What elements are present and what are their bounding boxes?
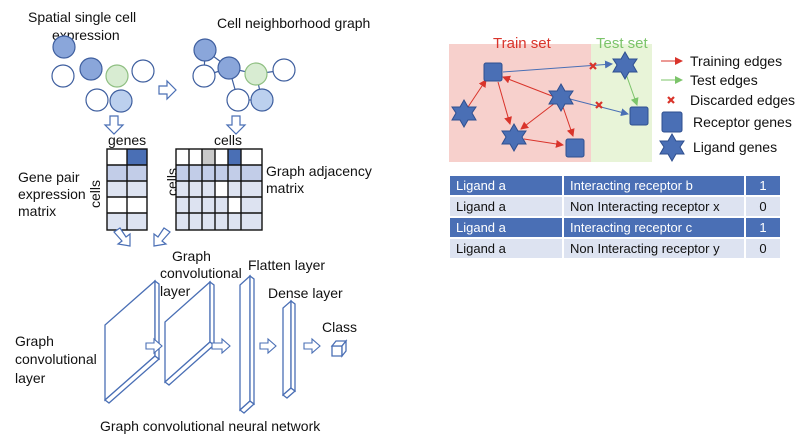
cell-circle bbox=[109, 89, 133, 113]
gcn-top-line2: convolutional bbox=[160, 265, 242, 281]
arrow-down-icon bbox=[103, 115, 125, 135]
discarded-x-icon bbox=[667, 96, 675, 104]
ligand-star-icon bbox=[659, 132, 685, 163]
cell-circle bbox=[52, 35, 76, 59]
arrow-down-icon bbox=[225, 115, 247, 135]
gene-pair-matrix bbox=[106, 148, 148, 231]
cells-label-top: cells bbox=[214, 132, 242, 148]
test-set-label: Test set bbox=[596, 35, 649, 52]
cells-label-gene-matrix: cells bbox=[87, 180, 103, 208]
receptor-gene-node bbox=[629, 106, 649, 126]
adjacency-label-line2: matrix bbox=[266, 180, 304, 196]
cell-circle bbox=[250, 88, 274, 112]
spatial-cells bbox=[51, 35, 155, 113]
legend-training-edges: Training edges bbox=[690, 53, 782, 69]
ligand-cell: Ligand a bbox=[450, 176, 564, 195]
gcn-footer: Graph convolutional neural network bbox=[100, 418, 321, 434]
flatten-layer bbox=[239, 274, 251, 412]
ligand-gene-node bbox=[548, 82, 574, 113]
adjacency-label-line1: Graph adjacency bbox=[266, 163, 372, 179]
ligand-cell: Ligand a bbox=[450, 218, 564, 237]
arrow-right-icon bbox=[303, 337, 321, 355]
arrow-diagonal-icon bbox=[153, 227, 171, 247]
gcn-top-line1: Graph bbox=[172, 248, 211, 264]
arrow-right-icon bbox=[145, 337, 163, 355]
ligand-nodes bbox=[451, 50, 638, 153]
arrow-right-icon bbox=[211, 337, 231, 355]
arrow-diagonal-icon bbox=[113, 227, 131, 247]
class-label: Class bbox=[322, 319, 357, 335]
graph-title: Cell neighborhood graph bbox=[217, 15, 370, 31]
arrow-right-icon bbox=[158, 79, 177, 101]
train-set-label: Train set bbox=[493, 35, 552, 52]
gene-pair-label-line1: Gene pair bbox=[18, 169, 80, 185]
cell-circle bbox=[193, 38, 217, 62]
layer-arrows bbox=[145, 337, 321, 355]
table-row: Ligand a Non Interacting receptor x 0 bbox=[450, 197, 780, 216]
legend: Training edges Test edges Discarded edge… bbox=[659, 53, 795, 163]
label-cell: 1 bbox=[746, 176, 780, 195]
receptor-cell: Interacting receptor c bbox=[564, 218, 746, 237]
legend-discarded-edges: Discarded edges bbox=[690, 92, 795, 108]
arrow-right-icon bbox=[259, 337, 277, 355]
discarded-marks bbox=[589, 62, 603, 109]
ligand-gene-node bbox=[612, 50, 638, 81]
table-row: Ligand a Interacting receptor b 1 bbox=[450, 176, 780, 195]
receptor-nodes bbox=[483, 62, 649, 158]
genes-label: genes bbox=[108, 132, 146, 148]
receptor-cell: Interacting receptor b bbox=[564, 176, 746, 195]
table-row: Ligand a Non Interacting receptor y 0 bbox=[450, 239, 780, 258]
dense-layer bbox=[282, 299, 292, 397]
receptor-gene-node bbox=[565, 138, 585, 158]
cell-circle bbox=[79, 57, 103, 81]
cell-circle bbox=[85, 88, 109, 112]
cell-circle bbox=[192, 64, 216, 88]
legend-ligand-genes: Ligand genes bbox=[693, 139, 777, 155]
ligand-receptor-table: Ligand a Interacting receptor b 1 Ligand… bbox=[450, 174, 780, 260]
legend-test-edges: Test edges bbox=[690, 72, 758, 88]
gene-pair-label-line3: matrix bbox=[18, 203, 56, 219]
cell-circle bbox=[51, 64, 75, 88]
adjacency-matrix bbox=[175, 148, 263, 231]
receptor-cell: Non Interacting receptor y bbox=[564, 239, 746, 258]
spatial-title-line1: Spatial single cell bbox=[28, 9, 136, 25]
ligand-gene-node bbox=[501, 122, 527, 153]
cell-circle bbox=[105, 64, 129, 88]
gcn-layers bbox=[103, 274, 348, 414]
ligand-cell: Ligand a bbox=[450, 239, 564, 258]
gcn-left-line3: layer bbox=[15, 370, 46, 386]
cell-circle bbox=[226, 88, 250, 112]
receptor-gene-node bbox=[483, 62, 503, 82]
label-cell: 0 bbox=[746, 197, 780, 216]
dense-label: Dense layer bbox=[268, 285, 343, 301]
gene-pair-label-line2: expression bbox=[18, 186, 86, 202]
label-cell: 1 bbox=[746, 218, 780, 237]
gcn-top-line3: layer bbox=[160, 283, 191, 299]
receptor-square-icon bbox=[661, 111, 683, 133]
ligand-gene-node bbox=[451, 98, 477, 129]
cell-circle bbox=[131, 59, 155, 83]
label-cell: 0 bbox=[746, 239, 780, 258]
gcn-left-line1: Graph bbox=[15, 333, 54, 349]
ligand-cell: Ligand a bbox=[450, 197, 564, 216]
cell-circle bbox=[244, 62, 268, 86]
table-row: Ligand a Interacting receptor c 1 bbox=[450, 218, 780, 237]
flatten-label: Flatten layer bbox=[248, 257, 325, 273]
cell-circle bbox=[217, 56, 241, 80]
legend-receptor-genes: Receptor genes bbox=[693, 114, 792, 130]
receptor-cell: Non Interacting receptor x bbox=[564, 197, 746, 216]
gcn-left-line2: convolutional bbox=[15, 351, 97, 367]
neighborhood-graph bbox=[192, 38, 296, 112]
cell-circle bbox=[272, 58, 296, 82]
class-cube-icon bbox=[331, 345, 343, 357]
